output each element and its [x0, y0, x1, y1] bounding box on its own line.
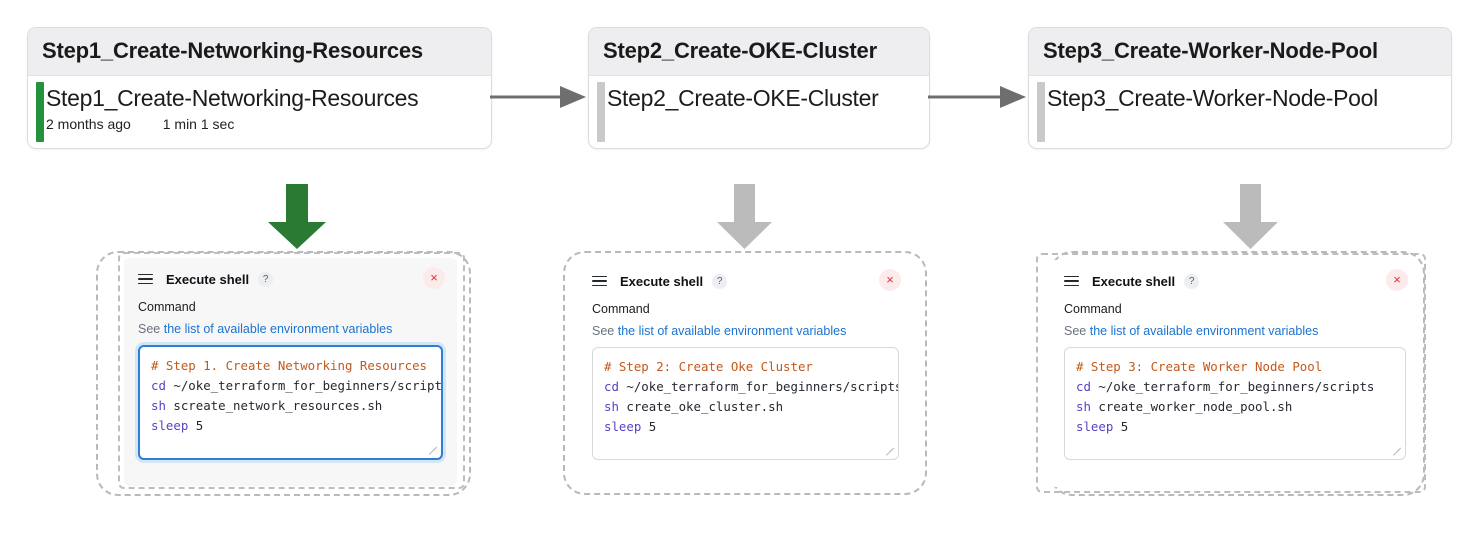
code-keyword: sleep: [1076, 419, 1114, 435]
code-line: cd ~/oke_terraform_for_beginners/scripts: [1076, 377, 1394, 397]
build-timestamp: 2 months ago: [46, 116, 131, 133]
status-bar-success: [36, 82, 44, 142]
env-hint-prefix: See: [592, 324, 618, 338]
code-keyword: sh: [1076, 399, 1091, 415]
panel-header: Execute shell ? ×: [138, 267, 445, 289]
code-keyword: cd: [151, 378, 166, 394]
env-variables-link[interactable]: the list of available environment variab…: [163, 322, 393, 336]
code-keyword: sleep: [151, 418, 189, 434]
code-line: sh screate_network_resources.sh: [151, 396, 430, 416]
hamburger-icon[interactable]: [1064, 275, 1079, 287]
build-meta: [1047, 116, 1441, 132]
stage-card-body: Step2_Create-OKE-Cluster: [589, 76, 929, 148]
env-variables-link[interactable]: the list of available environment variab…: [617, 324, 847, 338]
step-dashed-inner-1: [118, 252, 465, 489]
code-line: sleep 5: [151, 416, 430, 436]
code-argument: create_worker_node_pool.sh: [1090, 399, 1293, 415]
code-keyword: cd: [1076, 379, 1091, 395]
code-keyword: sh: [151, 398, 166, 414]
close-icon[interactable]: ×: [1386, 269, 1408, 291]
code-line: sh create_worker_node_pool.sh: [1076, 397, 1394, 417]
code-keyword: sleep: [604, 419, 642, 435]
execute-shell-panel-1: Execute shell ? × Command See the list o…: [124, 258, 457, 486]
execute-shell-panel-3: Execute shell ? × Command See the list o…: [1050, 260, 1420, 487]
code-argument: 5: [188, 418, 204, 434]
hamburger-icon[interactable]: [592, 275, 607, 287]
connector-arrow-2-to-3: [928, 86, 1026, 108]
stage-card-step2[interactable]: Step2_Create-OKE-Cluster Step2_Create-OK…: [588, 27, 930, 149]
panel-header: Execute shell ? ×: [1064, 269, 1408, 291]
panel-title: Execute shell: [620, 273, 704, 289]
resize-handle[interactable]: [886, 447, 895, 457]
step-dashed-outer-2: [563, 251, 927, 495]
env-hint-prefix: See: [138, 322, 164, 336]
stage-card-title: Step2_Create-OKE-Cluster: [589, 28, 929, 76]
code-line: sleep 5: [1076, 417, 1394, 437]
code-line: sh create_oke_cluster.sh: [604, 397, 887, 417]
env-variables-hint: See the list of available environment va…: [1064, 324, 1406, 338]
code-comment-line: # Step 2: Create Oke Cluster: [604, 359, 813, 374]
panel-title: Execute shell: [166, 271, 250, 287]
stage-card-body: Step1_Create-Networking-Resources 2 mont…: [28, 76, 491, 148]
stage-card-title: Step3_Create-Worker-Node-Pool: [1029, 28, 1451, 76]
code-argument: ~/oke_terraform_for_beginners/scripts: [165, 378, 443, 394]
env-hint-prefix: See: [1064, 324, 1090, 338]
build-duration: 1 min 1 sec: [162, 116, 235, 133]
execute-shell-panel-2: Execute shell ? × Command See the list o…: [578, 260, 913, 487]
build-meta: 2 months ago 1 min 1 sec: [46, 116, 481, 132]
code-line: sleep 5: [604, 417, 887, 437]
code-argument: ~/oke_terraform_for_beginners/scripts: [618, 379, 899, 395]
stage-card-step3[interactable]: Step3_Create-Worker-Node-Pool Step3_Crea…: [1028, 27, 1452, 149]
down-arrow-step3: [1223, 184, 1278, 249]
command-textarea[interactable]: # Step 2: Create Oke Cluster cd ~/oke_te…: [592, 347, 899, 460]
help-icon[interactable]: ?: [1184, 273, 1200, 289]
hamburger-icon[interactable]: [138, 273, 153, 285]
code-argument: create_oke_cluster.sh: [618, 399, 784, 415]
help-icon[interactable]: ?: [258, 271, 274, 287]
close-icon[interactable]: ×: [423, 267, 445, 289]
code-keyword: cd: [604, 379, 619, 395]
command-label: Command: [592, 302, 650, 316]
code-comment-line: # Step 3: Create Worker Node Pool: [1076, 359, 1323, 374]
code-line: cd ~/oke_terraform_for_beginners/scripts: [151, 376, 441, 396]
stage-card-step1[interactable]: Step1_Create-Networking-Resources Step1_…: [27, 27, 492, 149]
env-variables-hint: See the list of available environment va…: [592, 324, 899, 338]
panel-header: Execute shell ? ×: [592, 269, 901, 291]
down-arrow-step1: [268, 184, 326, 249]
build-name[interactable]: Step1_Create-Networking-Resources: [46, 85, 419, 111]
command-textarea[interactable]: # Step 1. Create Networking Resources cd…: [138, 345, 443, 460]
code-comment-line: # Step 1. Create Networking Resources: [151, 358, 428, 373]
build-name[interactable]: Step2_Create-OKE-Cluster: [607, 85, 879, 111]
code-argument: 5: [1113, 419, 1129, 435]
command-label: Command: [1064, 302, 1122, 316]
command-textarea[interactable]: # Step 3: Create Worker Node Pool cd ~/o…: [1064, 347, 1406, 460]
code-argument: 5: [641, 419, 657, 435]
close-icon[interactable]: ×: [879, 269, 901, 291]
stage-card-title: Step1_Create-Networking-Resources: [28, 28, 491, 76]
status-bar-pending: [597, 82, 605, 142]
env-variables-hint: See the list of available environment va…: [138, 322, 443, 336]
code-argument: screate_network_resources.sh: [165, 398, 383, 414]
code-line: cd ~/oke_terraform_for_beginners/scripts: [604, 377, 898, 397]
build-meta: [607, 116, 919, 132]
resize-handle[interactable]: [1393, 447, 1402, 457]
code-argument: ~/oke_terraform_for_beginners/scripts: [1090, 379, 1375, 395]
status-bar-pending: [1037, 82, 1045, 142]
panel-title: Execute shell: [1092, 273, 1176, 289]
connector-arrow-1-to-2: [490, 86, 586, 108]
env-variables-link[interactable]: the list of available environment variab…: [1089, 324, 1319, 338]
help-icon[interactable]: ?: [712, 273, 728, 289]
build-name[interactable]: Step3_Create-Worker-Node-Pool: [1047, 85, 1378, 111]
step-dashed-inner-3: [1036, 253, 1426, 493]
command-label: Command: [138, 300, 196, 314]
stage-card-body: Step3_Create-Worker-Node-Pool: [1029, 76, 1451, 148]
code-keyword: sh: [604, 399, 619, 415]
resize-handle[interactable]: [429, 446, 438, 456]
down-arrow-step2: [717, 184, 772, 249]
